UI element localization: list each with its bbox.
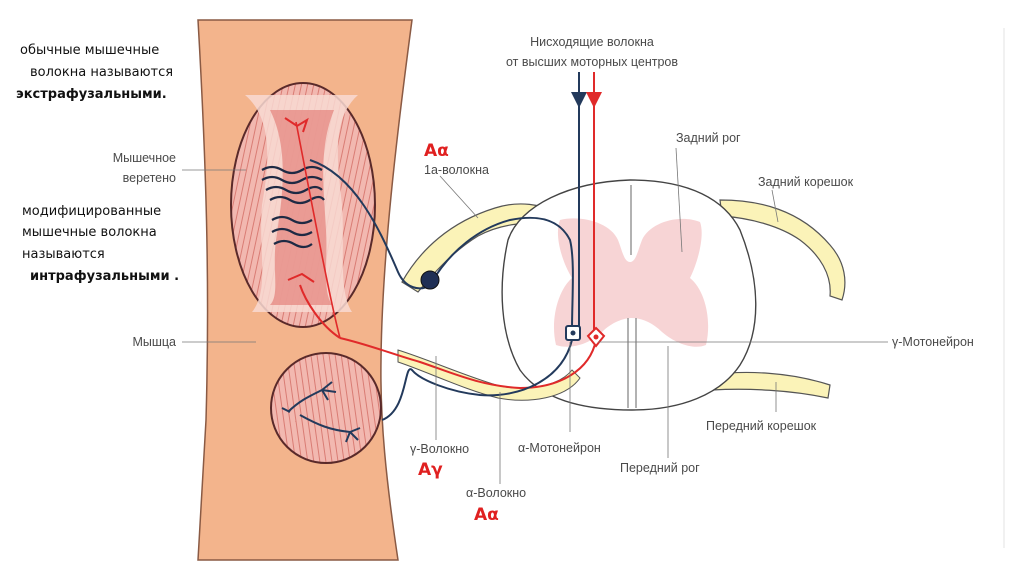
label-descending-line2: от высших моторных центров <box>506 55 678 69</box>
red-label-ia-class: Aα <box>424 141 449 161</box>
label-dorsal-root: Задний корешок <box>758 175 854 189</box>
extrafusal-note-line3: экстрафузальными. <box>16 87 167 102</box>
label-alpha-motoneuron: α-Мотонейрон <box>518 441 601 455</box>
label-ventral-root: Передний корешок <box>706 419 817 433</box>
intrafusal-note-line1: модифицированные <box>22 204 161 219</box>
label-ia-fibers: 1а-волокна <box>424 163 489 177</box>
red-label-gamma-class: Aγ <box>418 460 443 480</box>
intrafusal-note-line3: называются <box>22 247 105 262</box>
red-label-alpha-class: Aα <box>474 505 499 525</box>
leader-lines <box>182 147 888 484</box>
extrafusal-fibers <box>270 352 382 464</box>
intrafusal-note-line4: интрафузальными . <box>30 269 179 284</box>
label-descending-line1: Нисходящие волокна <box>530 35 654 49</box>
dorsal-root-ganglion <box>420 270 440 290</box>
extrafusal-note-line1: обычные мышечные <box>20 43 159 58</box>
label-ventral-horn: Передний рог <box>620 461 700 475</box>
label-gamma-motoneuron: γ-Мотонейрон <box>892 335 974 349</box>
spinal-cord <box>401 179 846 411</box>
label-gamma-fiber: γ-Волокно <box>410 442 469 456</box>
gamma-motoneuron-nucleus <box>593 334 599 340</box>
label-spindle-line1: Мышечное <box>113 151 176 165</box>
label-dorsal-horn: Задний рог <box>676 131 741 145</box>
label-spindle-line2: веретено <box>123 171 176 185</box>
muscle-spindle <box>230 82 376 328</box>
alpha-motoneuron-nucleus <box>570 330 576 336</box>
label-muscle: Мышца <box>132 335 176 349</box>
fibers <box>295 72 602 421</box>
intrafusal-note-line2: мышечные волокна <box>22 225 157 240</box>
extrafusal-note-line2: волокна называются <box>30 65 173 80</box>
label-alpha-fiber: α-Волокно <box>466 486 526 500</box>
